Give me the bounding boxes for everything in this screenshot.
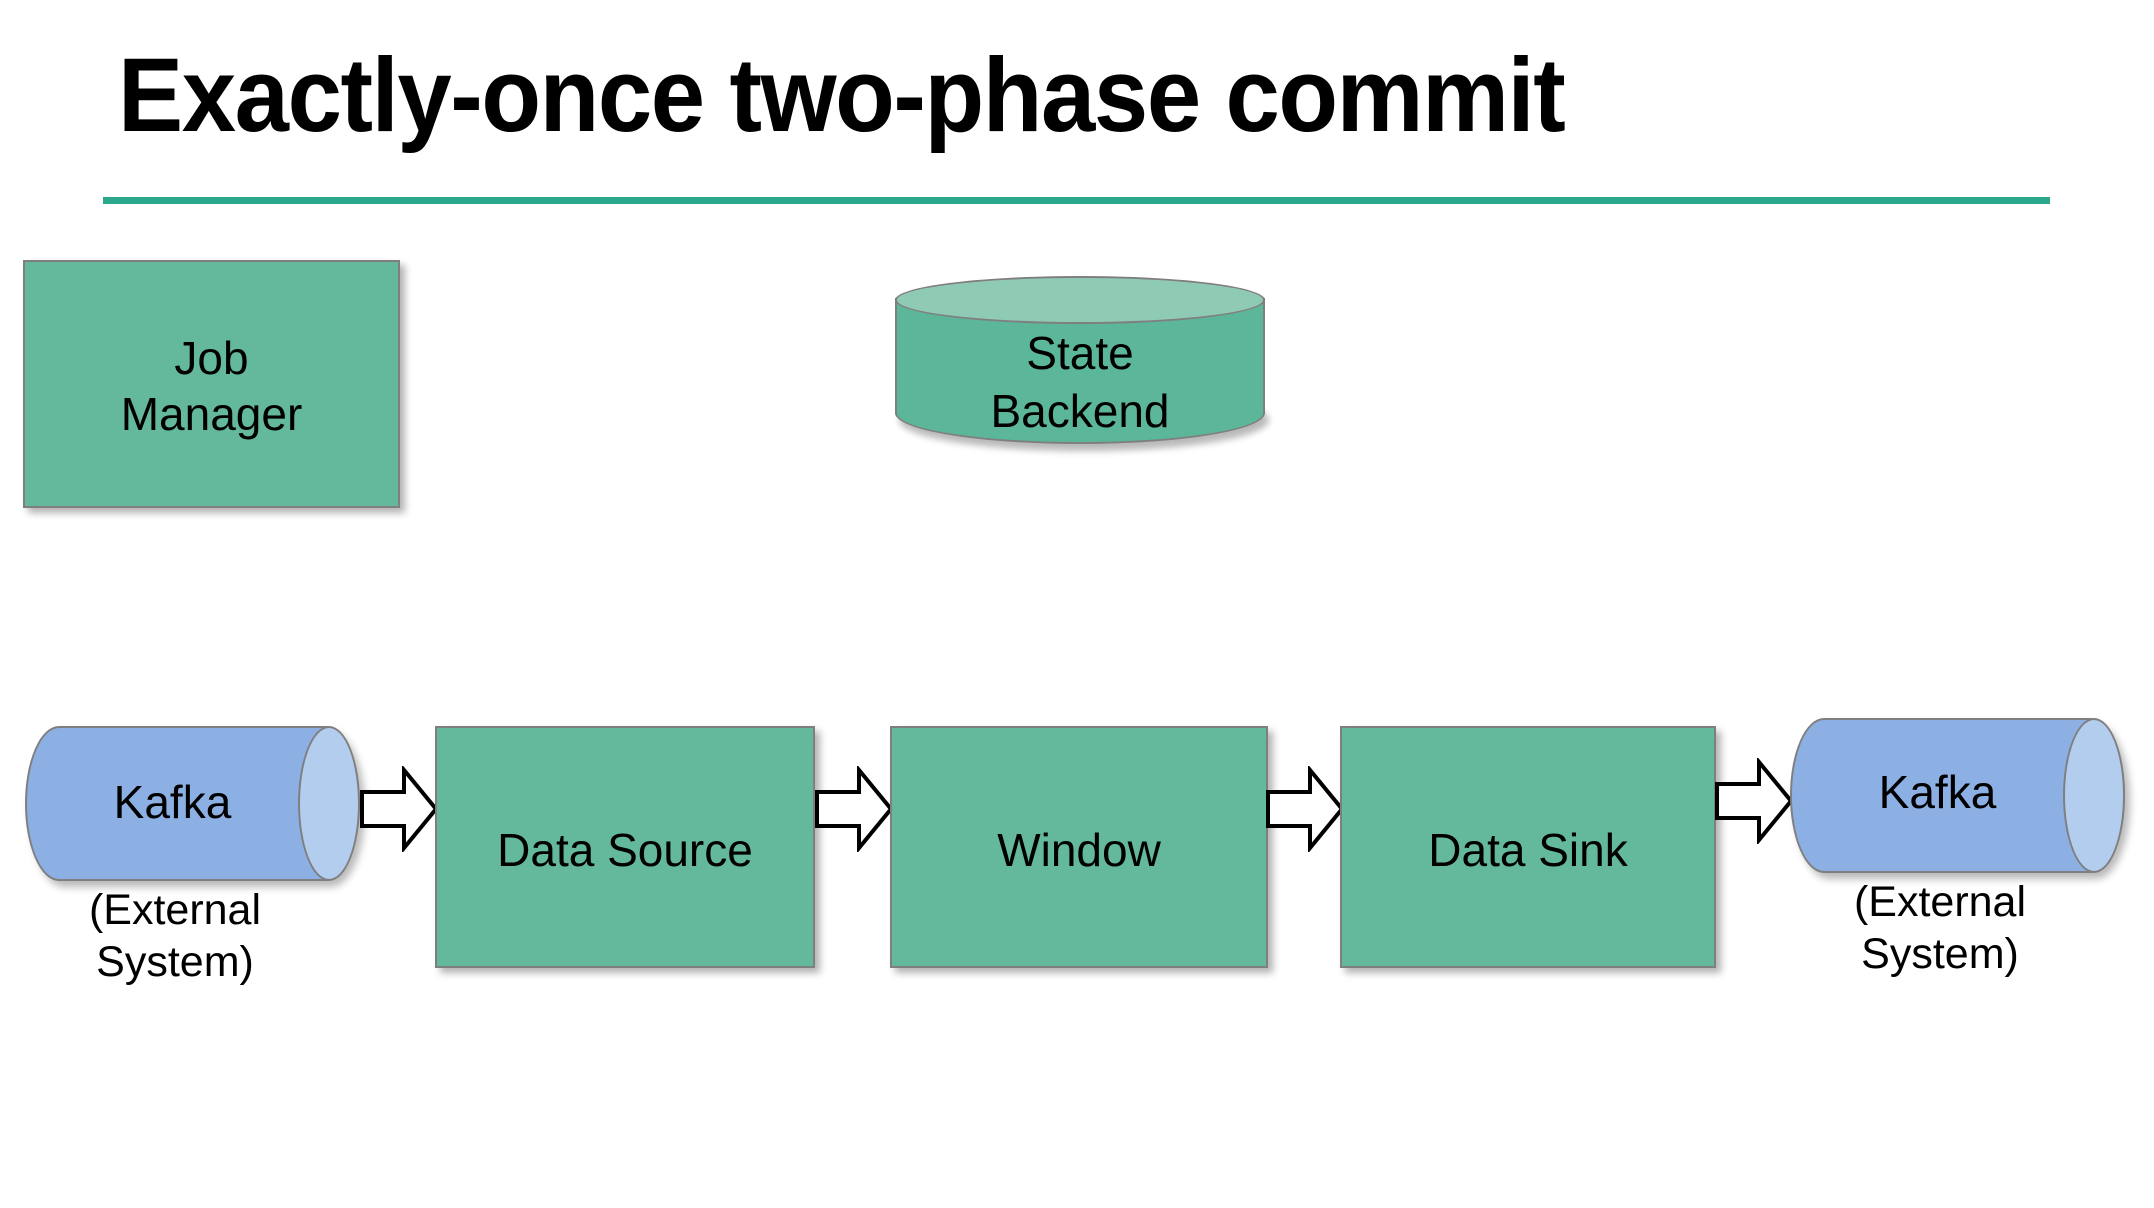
node-kafka-source[interactable]: Kafka (25, 726, 360, 881)
page-title: Exactly-once two-phase commit (118, 37, 1566, 154)
node-window-label: Window (997, 824, 1161, 876)
node-kafka-sink-caption: (External System) (1853, 878, 2027, 978)
node-data-source[interactable]: Data Source (435, 726, 815, 968)
node-state-backend[interactable]: State Backend (895, 276, 1265, 448)
cylinder-top-cap (895, 276, 1265, 324)
node-job-manager-label: Job Manager (120, 332, 303, 440)
arrow-data-source-to-window (815, 766, 893, 852)
cylinder-right-cap (298, 726, 360, 881)
arrow-data-sink-to-kafka-sink (1715, 758, 1793, 844)
title-divider (103, 197, 2050, 204)
node-window[interactable]: Window (890, 726, 1268, 968)
node-kafka-source-caption: (External System) (88, 886, 262, 986)
node-data-sink[interactable]: Data Sink (1340, 726, 1716, 968)
node-data-source-label: Data Source (497, 824, 753, 876)
node-kafka-sink[interactable]: Kafka (1790, 718, 2125, 873)
node-data-sink-label: Data Sink (1428, 824, 1628, 876)
node-job-manager[interactable]: Job Manager (23, 260, 400, 508)
cylinder-right-cap (2063, 718, 2125, 873)
arrow-window-to-data-sink (1266, 766, 1344, 852)
arrow-kafka-source-to-data-source (360, 766, 438, 852)
